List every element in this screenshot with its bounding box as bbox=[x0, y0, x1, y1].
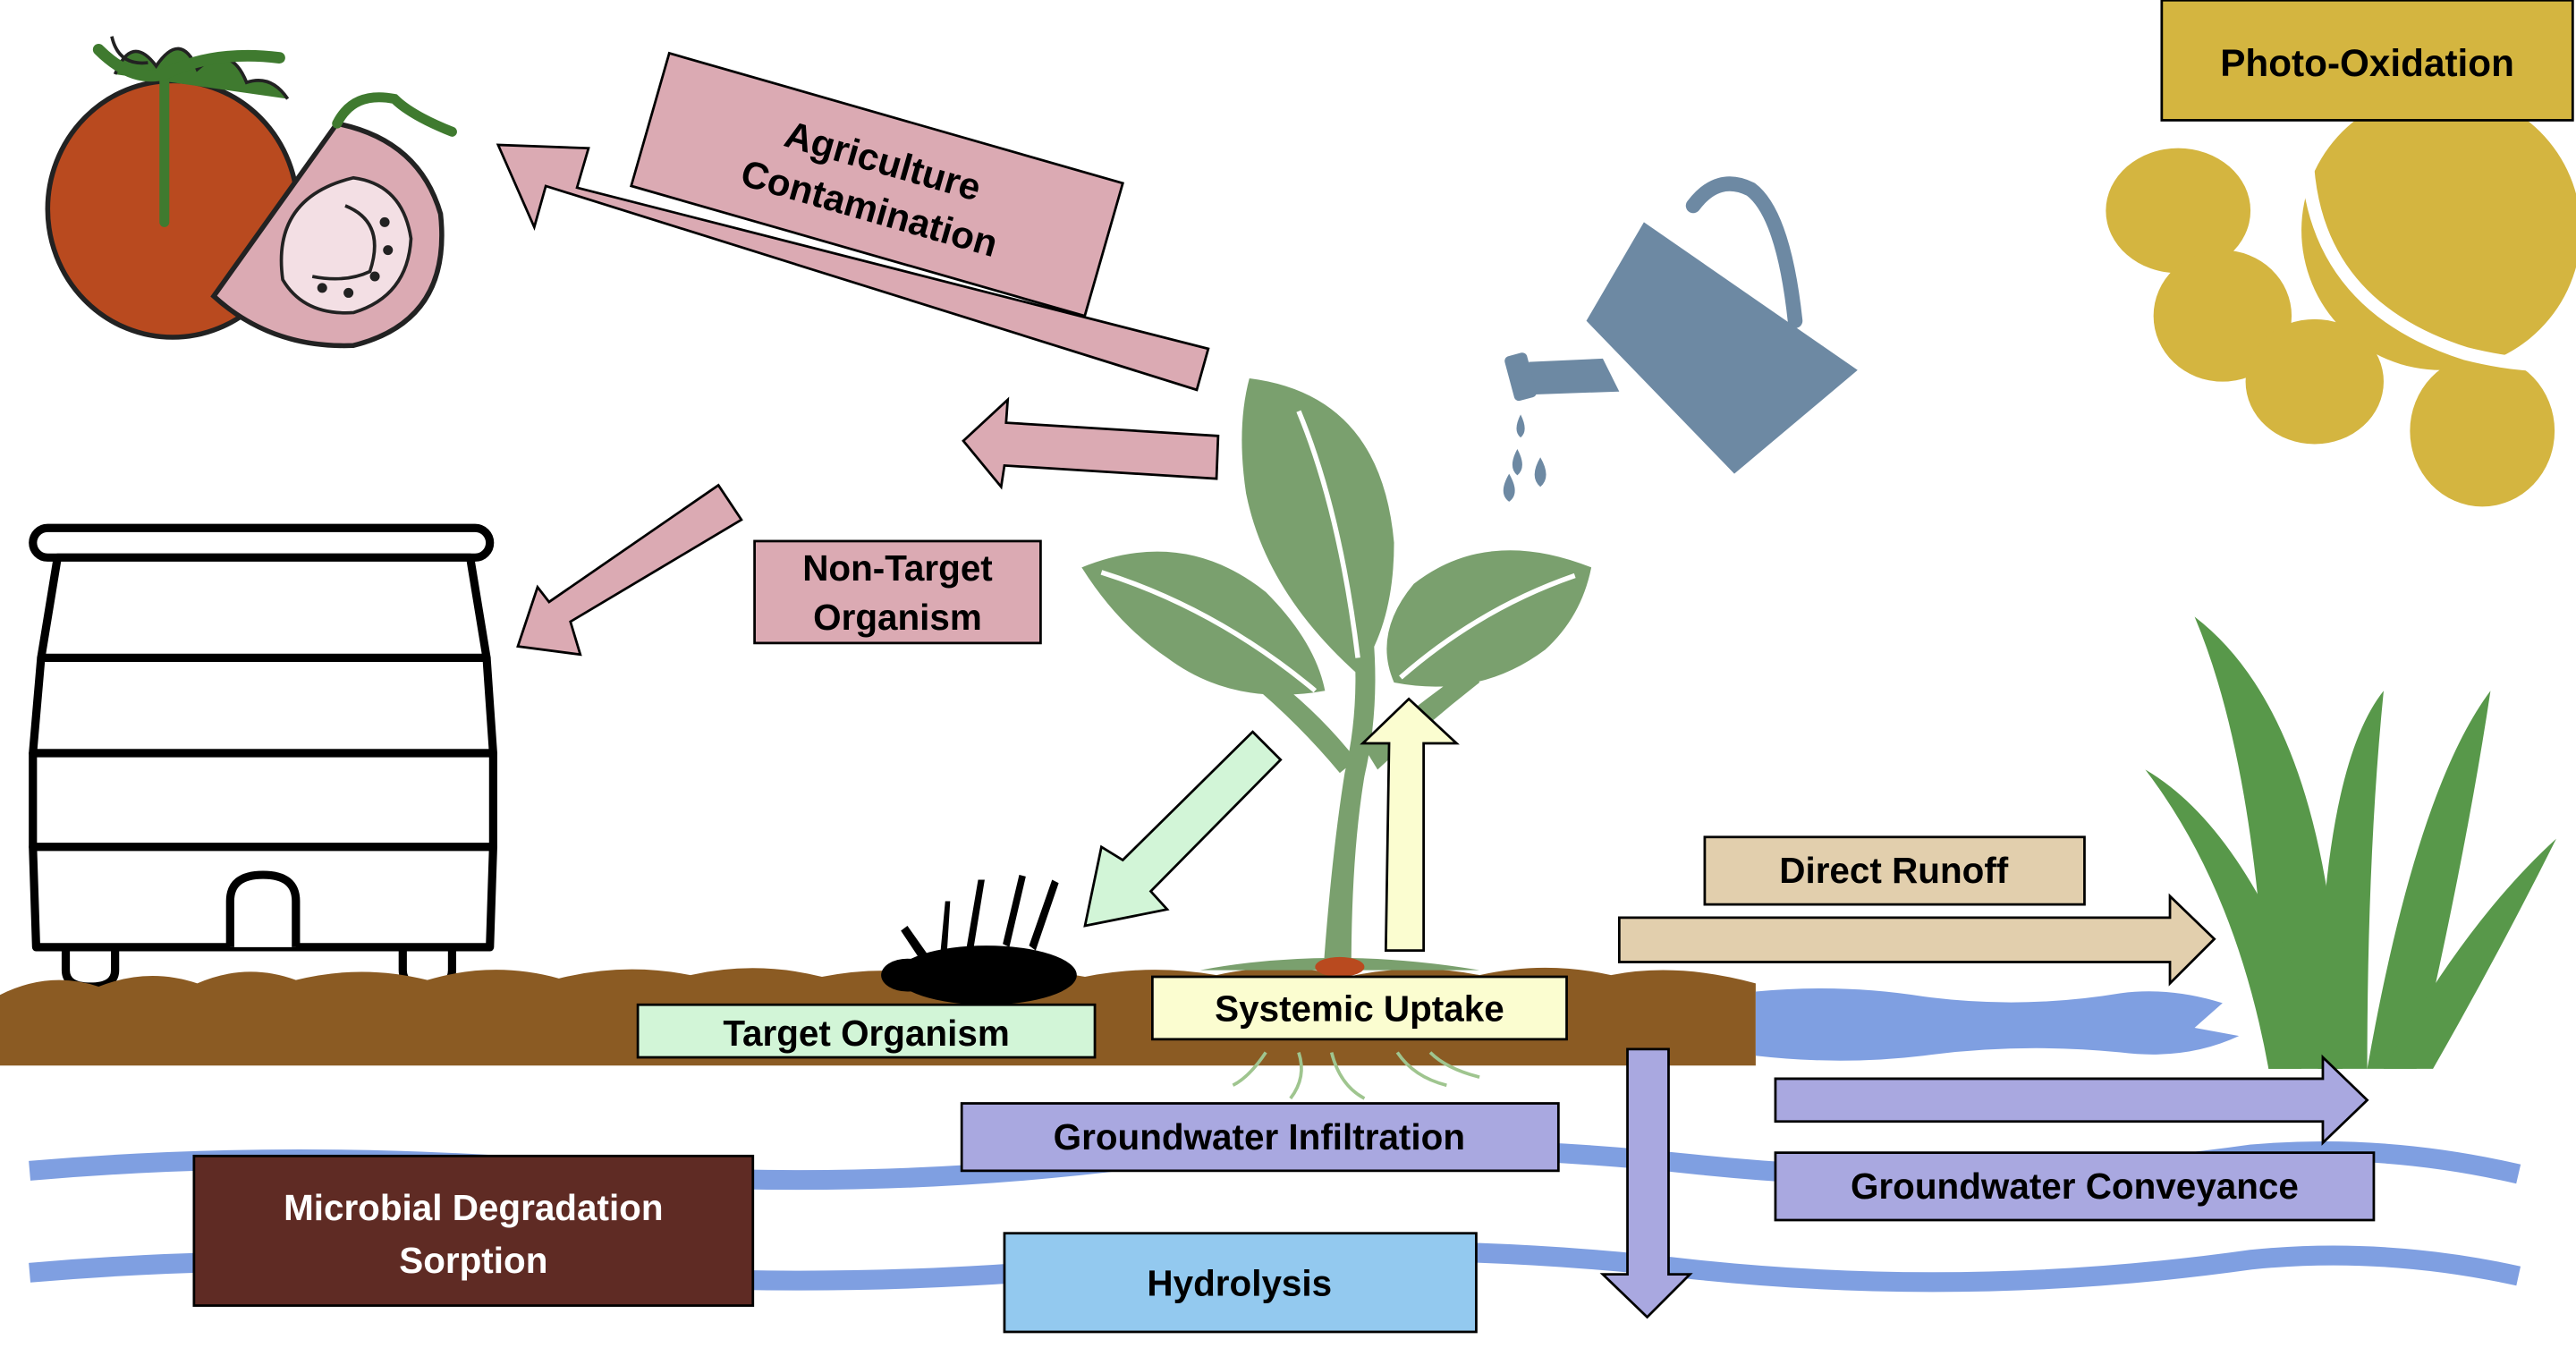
target-organism-arrow bbox=[1083, 730, 1283, 928]
groundwater-conveyance-text: Groundwater Conveyance bbox=[1851, 1166, 2299, 1207]
direct-runoff-arrow bbox=[1617, 893, 2216, 987]
target-organism-label: Target Organism bbox=[636, 1003, 1097, 1059]
beetle-icon bbox=[881, 875, 1077, 1005]
sun-icon bbox=[2106, 90, 2576, 507]
beehive-icon bbox=[29, 523, 497, 991]
grass-icon bbox=[2145, 616, 2556, 1069]
systemic-uptake-label: Systemic Uptake bbox=[1150, 975, 1568, 1041]
groundwater-infiltration-label: Groundwater Infiltration bbox=[960, 1102, 1560, 1173]
direct-runoff-label: Direct Runoff bbox=[1703, 835, 2086, 906]
microbial-text-line2: Sorption bbox=[399, 1240, 547, 1281]
groundwater-down-arrow bbox=[1599, 1047, 1693, 1319]
non-target-organism-label: Non-Target Organism bbox=[753, 539, 1042, 645]
stream-icon bbox=[1755, 988, 2240, 1061]
non-target-text-line2: Organism bbox=[813, 597, 982, 638]
systemic-uptake-arrow bbox=[1360, 697, 1460, 952]
non-target-text-line1: Non-Target bbox=[802, 547, 993, 589]
direct-runoff-text: Direct Runoff bbox=[1779, 850, 2009, 891]
systemic-uptake-text: Systemic Uptake bbox=[1215, 988, 1504, 1030]
pink-arrow-left bbox=[962, 396, 1220, 490]
non-target-arrow bbox=[516, 483, 743, 657]
photo-oxidation-text: Photo-Oxidation bbox=[2220, 42, 2514, 84]
agriculture-arrow bbox=[496, 143, 1210, 392]
groundwater-conveyance-label: Groundwater Conveyance bbox=[1774, 1151, 2376, 1222]
hydrolysis-text: Hydrolysis bbox=[1147, 1263, 1332, 1304]
tomato-icon bbox=[45, 36, 457, 349]
agriculture-contamination-label: Agriculture Contamination bbox=[629, 51, 1124, 318]
target-organism-text: Target Organism bbox=[723, 1013, 1009, 1054]
microbial-text-line1: Microbial Degradation bbox=[284, 1187, 664, 1228]
groundwater-conveyance-arrow bbox=[1774, 1054, 2369, 1146]
groundwater-infiltration-text: Groundwater Infiltration bbox=[1054, 1116, 1465, 1157]
hydrolysis-label: Hydrolysis bbox=[1003, 1232, 1478, 1334]
photo-oxidation-label: Photo-Oxidation bbox=[2160, 0, 2574, 122]
watering-can-icon bbox=[1503, 176, 1858, 502]
microbial-degradation-label: Microbial Degradation Sorption bbox=[192, 1154, 755, 1307]
